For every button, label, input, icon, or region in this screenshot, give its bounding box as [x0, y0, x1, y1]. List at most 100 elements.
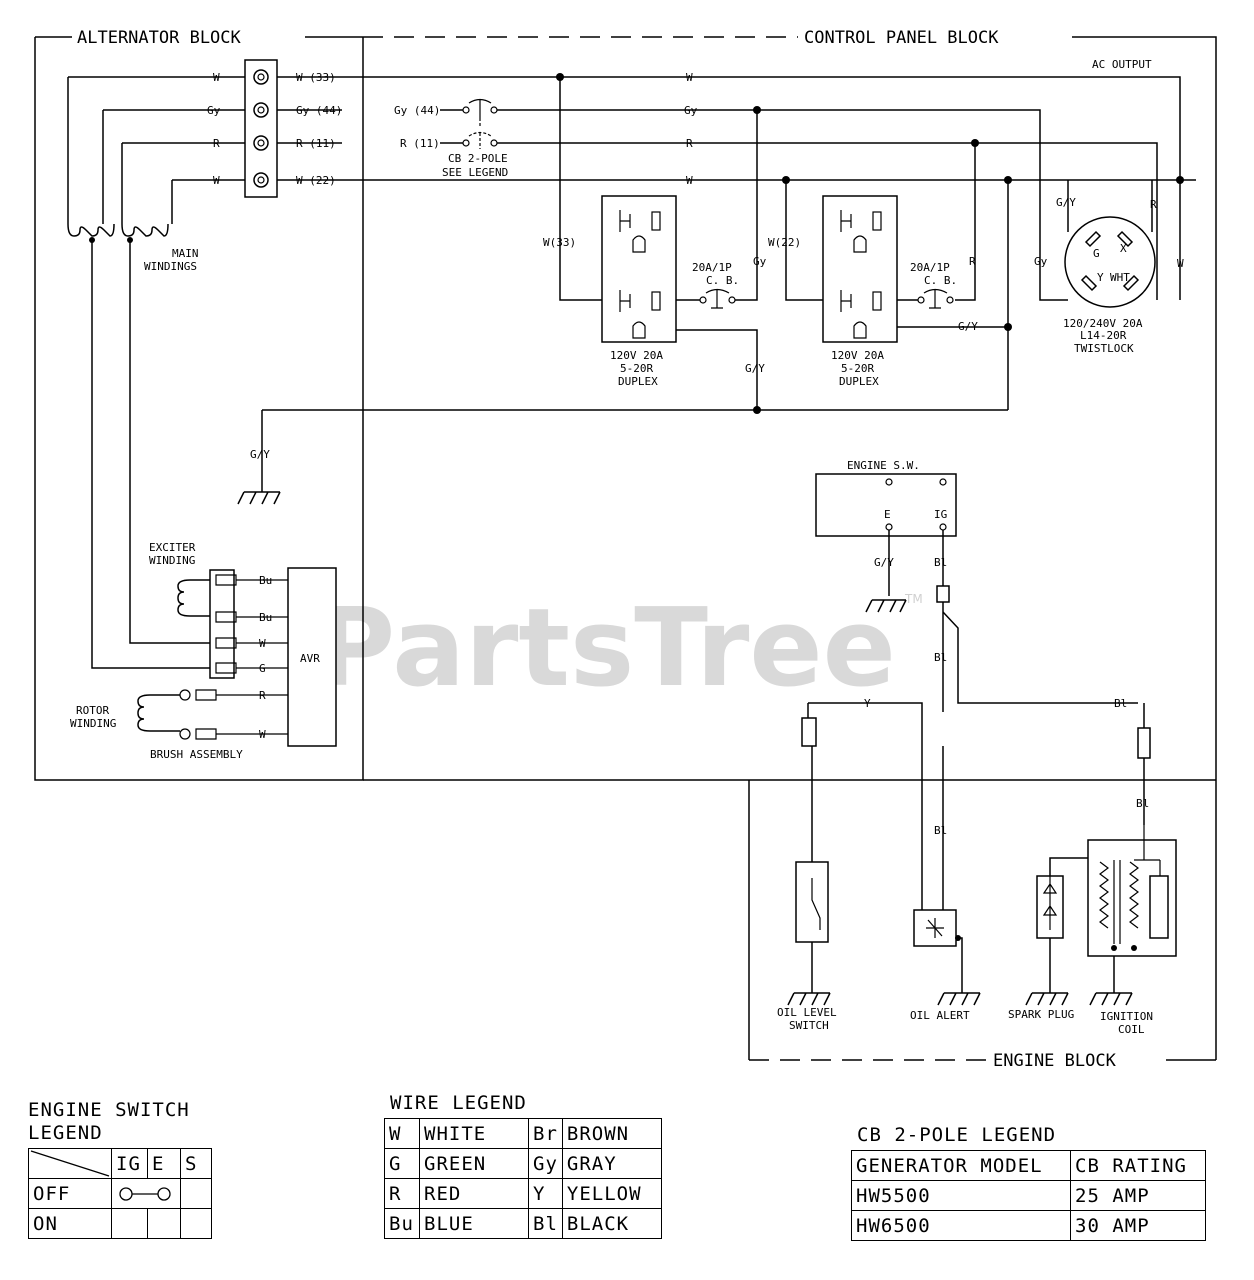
terminal-screw-center — [257, 139, 265, 147]
connection-symbol — [111, 1178, 181, 1209]
header-cell: E — [147, 1148, 181, 1179]
breaker-label: C. B. — [924, 274, 957, 287]
rotor-winding-label: WINDING — [70, 717, 116, 730]
spark-plug — [1025, 857, 1088, 1006]
twist-pin-wht: WHT — [1110, 271, 1130, 284]
avr-module — [287, 567, 337, 747]
main-wiring — [67, 76, 1196, 478]
wire-label-gy: G/Y — [250, 448, 270, 461]
duplex-label: DUPLEX — [618, 375, 658, 388]
wire-label-y: Y — [864, 697, 871, 710]
wire-color-cell: GREEN — [419, 1148, 529, 1179]
switch-terminal-ig: IG — [934, 508, 947, 521]
rotor-winding — [137, 689, 191, 740]
avr-pin-label: Bu — [259, 611, 272, 624]
junction-dots — [89, 73, 1184, 414]
cb-label: SEE LEGEND — [442, 166, 508, 179]
alternator-block-outline — [34, 36, 364, 781]
empty-cell — [110, 1208, 149, 1239]
empty-cell — [180, 1178, 212, 1209]
wire-label-gy44: Gy (44) — [394, 104, 440, 117]
table-row: GENERATOR MODEL CB RATING — [851, 1150, 1206, 1181]
terminal-screw — [253, 172, 269, 188]
avr-pin-connector — [215, 611, 237, 623]
avr-pin-connector — [215, 662, 237, 674]
control-panel-block-outline — [363, 36, 1217, 781]
wire-legend-title: WIRE LEGEND — [390, 1092, 527, 1114]
wire-label-bl: Bl — [934, 556, 947, 569]
switch-terminal-e: E — [884, 508, 891, 521]
model-cell: HW6500 — [851, 1210, 1071, 1241]
duplex-label: DUPLEX — [839, 375, 879, 388]
duplex-label: 5-20R — [620, 362, 653, 375]
main-windings-label: MAIN — [172, 247, 199, 260]
watermark-tm: TM — [904, 592, 923, 606]
empty-cell — [147, 1208, 181, 1239]
wire-code-cell: Bu — [384, 1208, 420, 1239]
exciter-winding — [177, 579, 212, 617]
wire-label-r: R — [213, 137, 220, 150]
wire-color-cell: BLACK — [561, 1208, 662, 1239]
brush-assembly-label: BRUSH ASSEMBLY — [150, 748, 243, 761]
terminal-screw — [253, 135, 269, 151]
oil-level-switch-label: SWITCH — [789, 1019, 829, 1032]
oil-level-switch-label: OIL LEVEL — [777, 1006, 837, 1019]
ac-output-label: AC OUTPUT — [1092, 58, 1152, 71]
oil-alert — [913, 909, 981, 1006]
wire-code-cell: W — [384, 1118, 420, 1149]
avr-pin-connector — [195, 689, 217, 701]
wire-label-gy-ground: G/Y — [745, 362, 765, 375]
wire-label-bl: Bl — [934, 651, 947, 664]
avr-pin-label: G — [259, 662, 266, 675]
main-windings — [67, 223, 212, 669]
engine-switch-legend: ENGINE SWITCH LEGEND IG E S OFF ON — [28, 1099, 212, 1239]
ignition-coil-label: COIL — [1118, 1023, 1145, 1036]
wire-label-w: W — [1177, 257, 1184, 270]
table-row: IG E S — [28, 1148, 212, 1179]
rotor-winding-label: ROTOR — [76, 704, 109, 717]
wire-label-r11: R (11) — [400, 137, 440, 150]
diagonal-header-cell — [28, 1148, 112, 1179]
wire-color-cell: RED — [419, 1178, 529, 1209]
avr-pin-label: W — [259, 728, 266, 741]
wire-code-cell: Gy — [528, 1148, 563, 1179]
twist-pin-y: Y — [1097, 271, 1104, 284]
wire-label-w22: W(22) — [768, 236, 801, 249]
main-windings-label: WINDINGS — [144, 260, 197, 273]
wire-label-bl: Bl — [934, 824, 947, 837]
wire-color-cell: GRAY — [561, 1148, 662, 1179]
header-cell: CB RATING — [1070, 1150, 1206, 1181]
twist-pin-g: G — [1093, 247, 1100, 260]
breaker-label: 20A/1P — [692, 261, 732, 274]
wire-label-w: W — [686, 71, 693, 84]
alternator-block-label: ALTERNATOR BLOCK — [77, 28, 242, 48]
ignition-coil-label: IGNITION — [1100, 1010, 1153, 1023]
avr-label: AVR — [300, 652, 320, 665]
wire-label-gy: Gy — [207, 104, 221, 117]
empty-cell — [180, 1208, 212, 1239]
wire-label-r: R — [1150, 198, 1157, 211]
wire-label-gy: Gy — [684, 104, 698, 117]
avr-pin-connector — [215, 574, 237, 586]
duplex-receptacle — [822, 195, 898, 343]
wire-label-bl: Bl — [1114, 697, 1127, 710]
control-panel-block-label: CONTROL PANEL BLOCK — [804, 28, 999, 48]
wire-code-cell: Br — [528, 1118, 563, 1149]
wire-label-r: R — [969, 255, 976, 268]
wire-code-cell: G — [384, 1148, 420, 1179]
duplex-label: 120V 20A — [831, 349, 884, 362]
duplex-label: 120V 20A — [610, 349, 663, 362]
cb-legend-title: CB 2-POLE LEGEND — [857, 1124, 1057, 1146]
avr-pin-label: W — [259, 637, 266, 650]
cb-2-pole-breaker — [462, 98, 498, 149]
twist-pin-x: X — [1120, 242, 1127, 255]
ground-symbol — [237, 478, 281, 505]
header-cell: S — [180, 1148, 212, 1179]
terminal-strip — [244, 59, 278, 198]
row-label: ON — [28, 1208, 112, 1239]
